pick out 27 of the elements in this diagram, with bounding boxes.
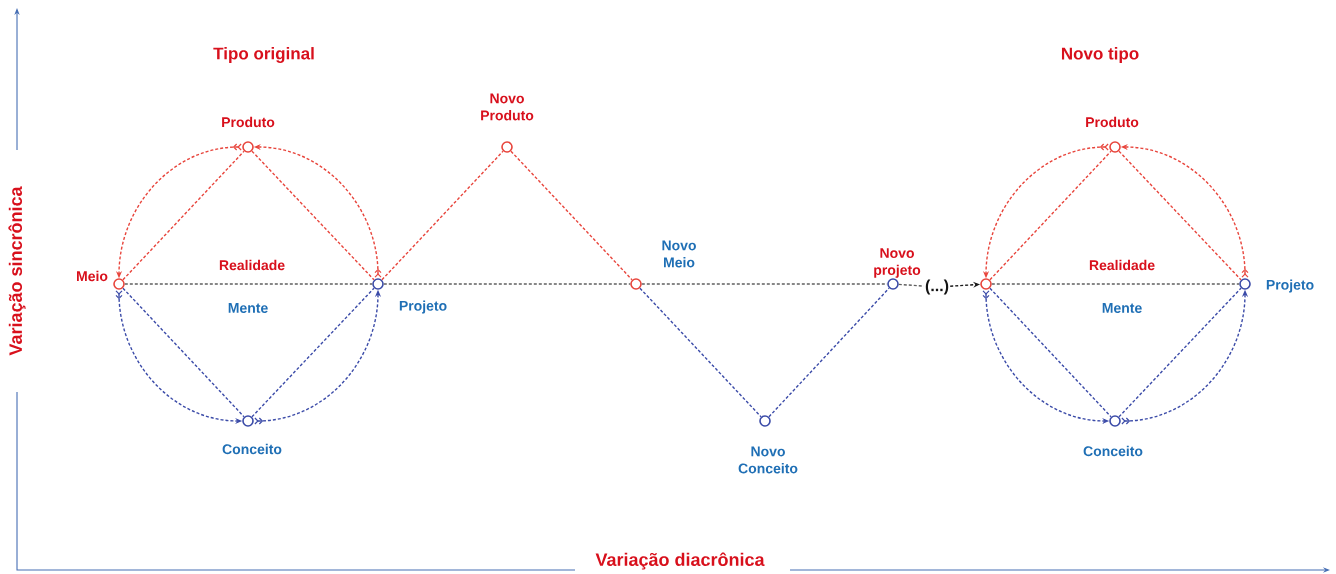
connector-line [510,150,633,281]
connector-line [991,283,1240,285]
point-label: Novo Conceito [738,446,798,474]
region-label: Mente [1099,301,1145,315]
connector-line [898,283,925,287]
group-heading: Tipo original [211,45,317,65]
point-label: Novo projeto [874,248,921,278]
connector-line [641,283,888,285]
point-label: Meio [77,270,108,282]
connector-line [124,283,373,285]
region-label: Mente [225,301,271,315]
point-label: Conceito [222,443,282,455]
point-label: Novo Meio [662,240,696,268]
point-label: Novo Produto [481,93,534,121]
point-label: Produto [222,116,275,128]
ellipsis-text: (...) [925,279,949,295]
point-label: Projeto [1266,279,1314,293]
connector-line [383,283,631,285]
connector-line [639,287,762,418]
group-heading: Novo tipo [1058,45,1142,65]
axis-title: Variação diacrônica [593,550,767,572]
connector-line [381,150,504,281]
point-label: Projeto [399,300,447,314]
point-label: Produto [1086,116,1139,128]
point-label: Conceito [1083,445,1143,457]
connector-line [768,287,890,418]
axis-title: Variação sincrônica [6,184,28,358]
